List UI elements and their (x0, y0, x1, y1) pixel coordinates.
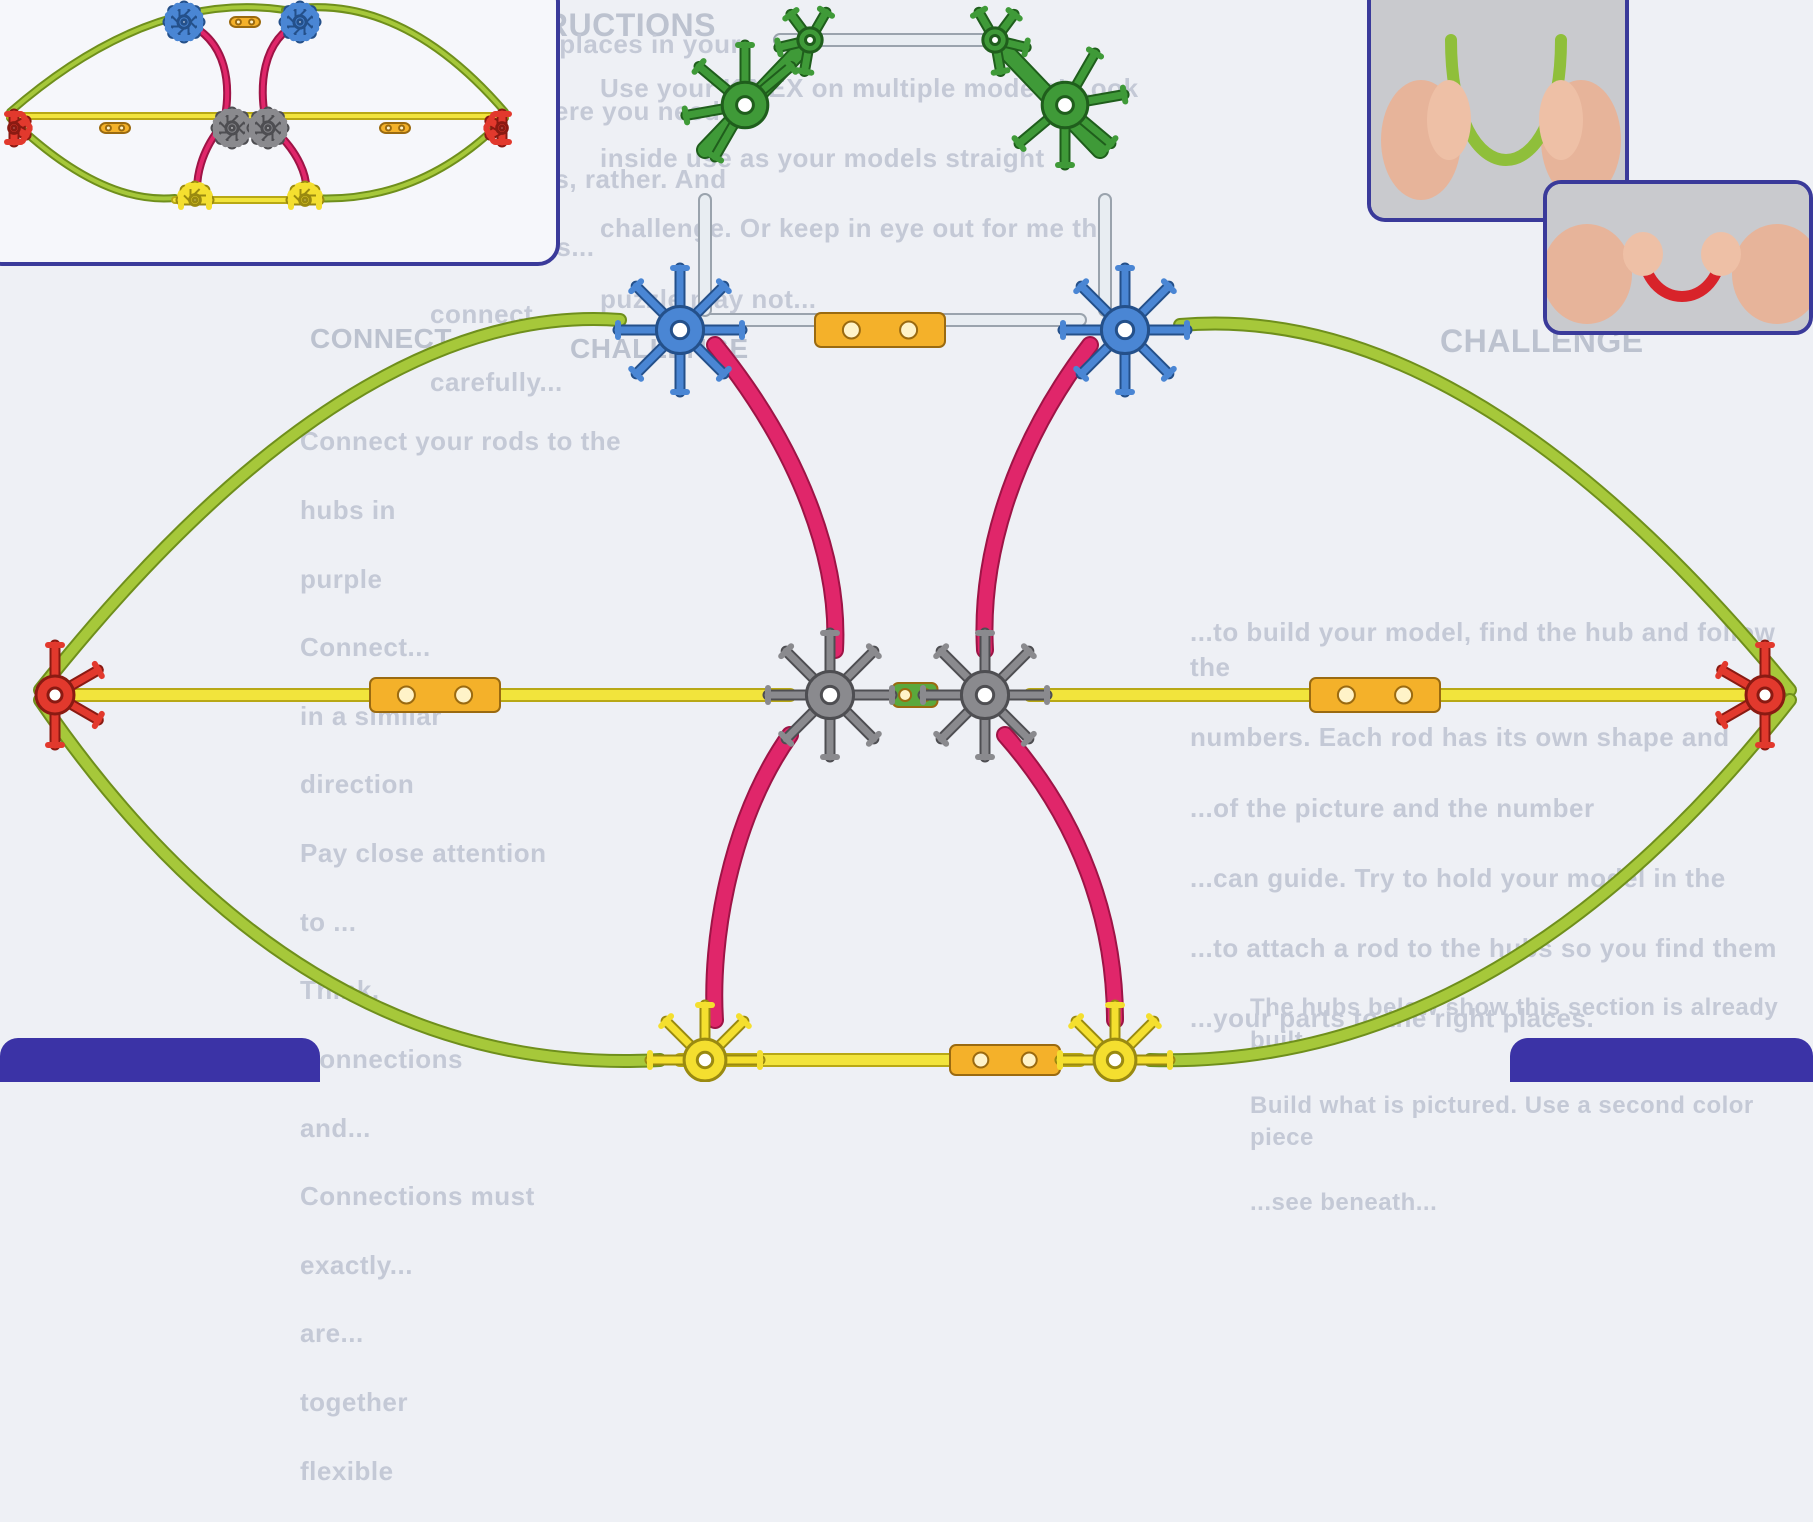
inset-hub-blue-right-hole (298, 20, 302, 24)
bg-line: together (300, 1385, 621, 1419)
connector-top-hole (900, 322, 917, 339)
hub-red-left-hole (48, 688, 62, 702)
hub-blue-right (1063, 268, 1187, 392)
hub-green-left-hole (737, 97, 754, 114)
green-rod-top-right (1180, 323, 1790, 690)
connector-middle-left-body (370, 678, 500, 712)
hub-gray-left-hole (821, 686, 838, 703)
green-rod-bottom-right-outline (1150, 700, 1790, 1060)
inset-hub-yellow-left (180, 185, 210, 207)
pink-rod-upper-right (984, 345, 1090, 650)
pink-rod-upper-left (715, 345, 835, 650)
connector-middle-left (370, 678, 500, 712)
bg-line: ...see beneath... (1250, 1187, 1813, 1219)
connector-bottom (950, 1045, 1060, 1075)
inset-connector-right-hole (399, 126, 404, 131)
inset-green-rod-bottom-left (10, 118, 175, 199)
connector-middle-right-hole (1395, 687, 1412, 704)
hub-red-right-hole (1758, 688, 1772, 702)
hub-gray-right-hole (976, 686, 993, 703)
green-rod-bottom-right (1150, 700, 1790, 1060)
inset-connector-left-hole (119, 126, 124, 131)
connector-bottom-hole (1022, 1053, 1037, 1068)
bg-line: Build what is pictured. Use a second col… (1250, 1090, 1813, 1155)
hub-gray-left (768, 633, 892, 757)
hub-green-arch-top-right-prong (1025, 41, 1028, 55)
knex-model-scene (0, 0, 1813, 1082)
connector-middle-right-hole (1338, 687, 1355, 704)
hub-yellow-right-hole (1107, 1052, 1122, 1067)
connector-middle-right-body (1310, 678, 1440, 712)
pink-rod-upper-left-outline (715, 345, 835, 650)
inset-connector-left (100, 123, 130, 133)
connector-center-green-hole (899, 689, 911, 701)
inset-hub-blue-left (168, 6, 201, 39)
inset-hub-yellow-left-hole (193, 198, 197, 202)
hub-blue-right-hole (1116, 321, 1133, 338)
hub-green-arch-top-left-prong (798, 70, 812, 72)
inset-green-rod-bottom-left-outline (10, 118, 175, 199)
hub-yellow-left (650, 1005, 760, 1081)
connector-top-hole (843, 322, 860, 339)
inset-hub-gray-right (252, 112, 285, 145)
hub-yellow-right (1060, 1005, 1170, 1081)
green-rod-top-left-outline (40, 319, 620, 690)
green-rod-bottom-left (40, 700, 660, 1061)
pink-rod-lower-left (714, 735, 790, 1020)
bg-line: exactly... (300, 1248, 621, 1282)
connector-middle-left-hole (398, 687, 415, 704)
inset-connector-right-hole (386, 126, 391, 131)
green-rod-top-right-outline (1180, 323, 1790, 690)
hub-green-arch-top-left-prong (777, 41, 780, 55)
inset-connector-top (230, 17, 260, 27)
inset-hub-yellow-right-hole (303, 198, 307, 202)
inset-hub-gray-left (216, 112, 249, 145)
hub-green-arch-top-right-hole (991, 36, 1000, 45)
hub-green-arch-top-right-prong (994, 70, 1008, 72)
connector-top-body (815, 313, 945, 347)
bg-line: are... (300, 1316, 621, 1350)
bg-line: flexible (300, 1454, 621, 1488)
inset-hub-yellow-right (290, 185, 320, 207)
inset-connector-left-hole (106, 126, 111, 131)
inset-hub-blue-right (284, 6, 317, 39)
inset-connector-top-body (230, 17, 260, 27)
hub-blue-left-hole (671, 321, 688, 338)
green-rod-top-left (40, 319, 620, 690)
connector-top (815, 313, 945, 347)
hub-green-right-prong (1123, 88, 1125, 102)
connector-bottom-body (950, 1045, 1060, 1075)
green-rod-bottom-left-outline (40, 700, 660, 1061)
hub-green-right-hole (1057, 97, 1074, 114)
hub-green-left-prong (685, 109, 687, 123)
inset-hub-red-left-hole (12, 126, 16, 130)
connector-middle-left-hole (455, 687, 472, 704)
inset-connector-top-hole (249, 20, 254, 25)
hub-gray-right (923, 633, 1047, 757)
pink-rod-lower-right-outline (1005, 735, 1115, 1020)
connector-bottom-hole (973, 1053, 988, 1068)
inset-connector-left-body (100, 123, 130, 133)
inset-connector-top-hole (236, 20, 241, 25)
inset-hub-gray-right-hole (266, 126, 270, 130)
bg-line: and... (300, 1111, 621, 1145)
connector-middle-right (1310, 678, 1440, 712)
hub-green-arch-top-left-hole (806, 36, 815, 45)
inset-hub-blue-left-hole (182, 20, 186, 24)
inset-hub-red-right-hole (500, 126, 504, 130)
hub-blue-left (618, 268, 742, 392)
inset-connector-right (380, 123, 410, 133)
bg-line: Connections must (300, 1179, 621, 1213)
inset-connector-right-body (380, 123, 410, 133)
inset-hub-gray-left-hole (230, 126, 234, 130)
hub-yellow-left-hole (697, 1052, 712, 1067)
